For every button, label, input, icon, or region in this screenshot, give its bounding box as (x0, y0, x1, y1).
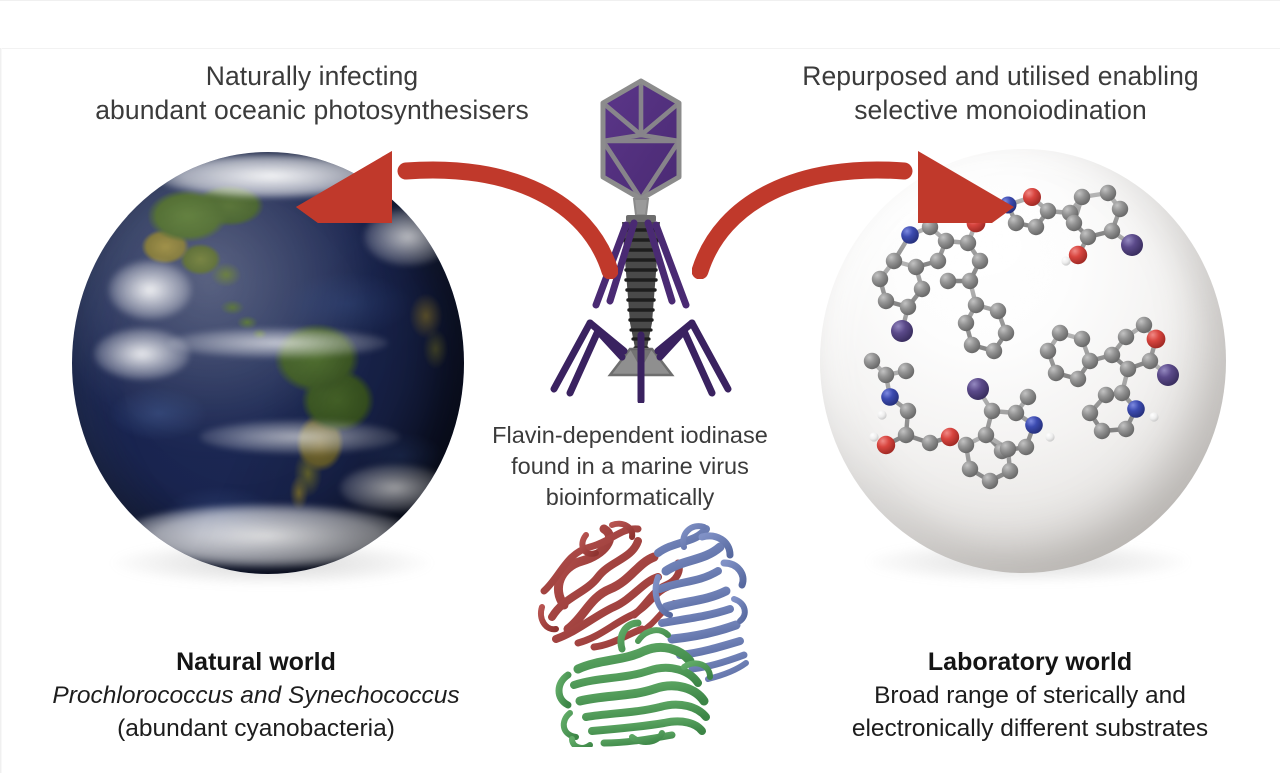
curved-arrow-left-icon (296, 151, 618, 279)
frame-top-edge (0, 48, 1280, 49)
protein-chain-blue (652, 523, 749, 682)
laboratory-world-line-2: electronically different substrates (851, 715, 1209, 742)
laboratory-world-title: Laboratory world (927, 648, 1133, 676)
cloud-swirl-upper-left (108, 260, 192, 320)
phage-upper-fibers (592, 219, 690, 309)
natural-world-subtitle: (abundant cyanobacteria) (117, 715, 395, 742)
protein-ribbon-structure (538, 520, 749, 747)
caption-top-right: Repurposed and utilised enabling selecti… (802, 61, 1199, 125)
lab-sphere-image (820, 149, 1226, 583)
natural-world-title: Natural world (176, 648, 336, 676)
phage-neck (626, 198, 656, 222)
landmass-africa-limb (402, 272, 462, 382)
cloud-polar-south (118, 504, 418, 568)
lab-sphere-body (820, 149, 1226, 573)
natural-world-species: Prochlorococcus and Synechococcus (52, 682, 460, 709)
phage-tail-fibers (550, 319, 732, 403)
caption-top-left: Naturally infecting abundant oceanic pho… (95, 61, 529, 125)
cloud-swirl-lower-left (94, 328, 190, 380)
cloud-band-south (200, 420, 400, 454)
protein-chain-red (538, 520, 683, 651)
bacteriophage-icon (550, 78, 732, 403)
caption-bottom-right: Laboratory world Broad range of sterical… (790, 646, 1270, 745)
frame-left-edge (0, 48, 2, 773)
caption-bottom-left: Natural world Prochlorococcus and Synech… (16, 646, 496, 745)
caption-center: Flavin-dependent iodinase found in a mar… (492, 422, 768, 510)
protein-chain-green (555, 619, 713, 747)
cloud-band-equator (168, 328, 388, 358)
molecule-cluster (863, 184, 1179, 490)
laboratory-world-line-1: Broad range of sterically and (874, 682, 1186, 709)
curved-arrow-right-icon (692, 151, 1014, 279)
cloud-bottom-right (340, 464, 450, 512)
